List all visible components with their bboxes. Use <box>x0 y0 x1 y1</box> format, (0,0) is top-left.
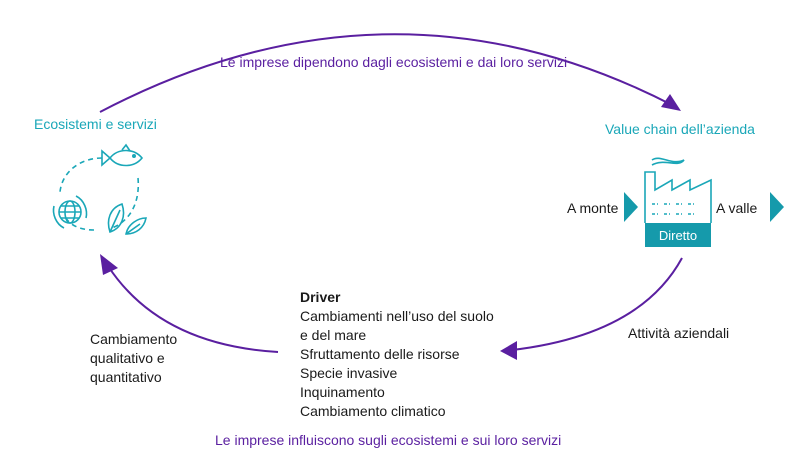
drivers-list: Driver Cambiamenti nell’uso del suolo e … <box>300 288 494 421</box>
change-line: quantitativo <box>90 369 162 385</box>
business-activities-label: Attività aziendali <box>628 325 730 341</box>
value-chain-title: Value chain dell’azienda <box>605 121 755 137</box>
leaf-icon <box>107 202 147 235</box>
factory-icon <box>644 157 712 223</box>
right-arrowhead <box>500 341 517 360</box>
bottom-arrow-label: Le imprese influiscono sugli ecosistemi … <box>215 432 562 448</box>
drivers-heading: Driver <box>300 289 341 305</box>
upstream-chevron <box>624 192 638 222</box>
top-arc-arrow <box>99 33 673 113</box>
ecosystem-icon-cluster <box>52 143 147 235</box>
driver-item: e del mare <box>300 327 367 343</box>
direct-operations-box: Diretto <box>645 223 711 247</box>
top-arrowhead <box>661 94 681 111</box>
change-line: Cambiamento <box>90 331 178 347</box>
right-arc-arrow <box>511 257 683 351</box>
driver-item: Cambiamenti nell’uso del suolo <box>300 308 494 324</box>
downstream-chevron <box>770 192 784 222</box>
downstream-label: A valle <box>716 200 758 216</box>
upstream-label: A monte <box>567 200 619 216</box>
driver-item: Sfruttamento delle risorse <box>300 346 460 362</box>
change-label: Cambiamento qualitativo e quantitativo <box>90 330 177 387</box>
left-arc-arrow <box>107 265 279 353</box>
driver-item: Inquinamento <box>300 384 385 400</box>
driver-item: Cambiamento climatico <box>300 403 446 419</box>
change-line: qualitativo e <box>90 350 165 366</box>
fish-icon <box>101 143 144 167</box>
globe-icon <box>52 195 88 229</box>
direct-operations-label: Diretto <box>658 227 698 243</box>
left-arrowhead <box>100 254 118 275</box>
ecosystems-title: Ecosistemi e servizi <box>34 116 157 132</box>
driver-item: Specie invasive <box>300 365 398 381</box>
top-arrow-label: Le imprese dipendono dagli ecosistemi e … <box>220 54 568 70</box>
